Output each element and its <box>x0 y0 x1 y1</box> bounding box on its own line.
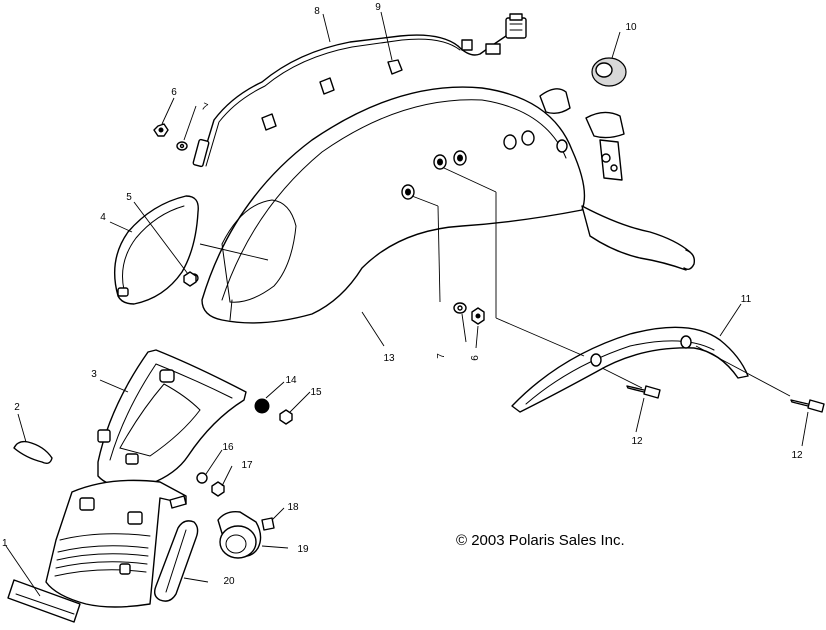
reflector-strip <box>7 579 81 623</box>
callout-12-right: 12 <box>791 450 803 461</box>
callout-9: 9 <box>375 2 381 13</box>
callout-6-mid: 6 <box>470 355 481 361</box>
callout-labels: 1 2 3 4 5 6 6 7 7 8 9 10 11 12 12 13 14 … <box>2 2 803 587</box>
rubber-grommet <box>591 57 627 87</box>
copyright-notice: © 2003 Polaris Sales Inc. <box>456 532 625 549</box>
callout-15: 15 <box>310 387 322 398</box>
callout-4: 4 <box>100 212 106 223</box>
callout-20: 20 <box>223 576 235 587</box>
callout-14: 14 <box>285 375 297 386</box>
callout-13: 13 <box>383 353 395 364</box>
reflector-lens <box>153 520 199 602</box>
callout-3: 3 <box>91 369 97 380</box>
callout-8: 8 <box>314 6 320 17</box>
hardware <box>153 123 825 531</box>
license-plate-bracket <box>45 479 187 608</box>
callout-16: 16 <box>222 442 234 453</box>
callout-7-top: 7 <box>200 101 210 114</box>
callout-19: 19 <box>297 544 309 555</box>
callout-18: 18 <box>287 502 299 513</box>
side-reflector <box>13 440 53 465</box>
wiring-harness <box>192 13 527 168</box>
callout-6-top: 6 <box>171 87 177 98</box>
rear-fender <box>201 86 696 324</box>
leader-lines <box>5 11 809 597</box>
callout-10: 10 <box>625 22 637 33</box>
fender-support <box>97 349 247 488</box>
callout-1: 1 <box>2 538 8 549</box>
tail-light <box>217 510 262 559</box>
callout-17: 17 <box>241 460 253 471</box>
harness-clips <box>261 59 403 131</box>
callout-2: 2 <box>14 402 20 413</box>
side-cover <box>113 195 199 305</box>
callout-7-mid: 7 <box>436 353 447 359</box>
callout-11: 11 <box>741 294 752 305</box>
fender-rail-trim <box>511 326 749 413</box>
callout-5: 5 <box>126 192 132 203</box>
callout-12-left: 12 <box>631 436 643 447</box>
